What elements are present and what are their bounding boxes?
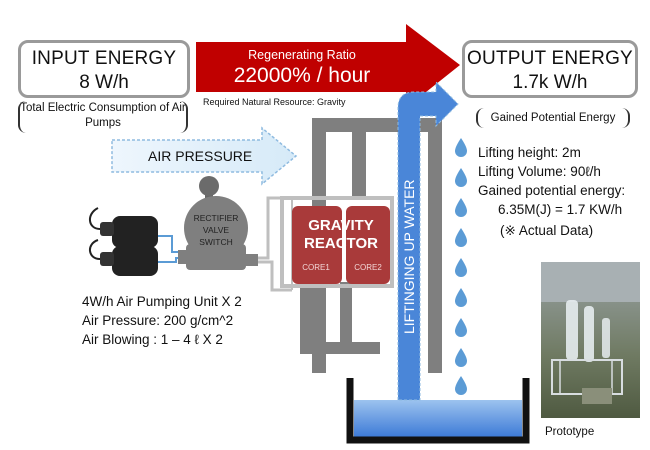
air-pressure-label: AIR PRESSURE — [148, 148, 253, 164]
gravity-reactor — [280, 196, 394, 288]
lifting-water-arrow — [397, 80, 459, 401]
water-tank — [346, 378, 530, 444]
lifting-water-label: LIFTINGING UP WATER — [401, 179, 417, 334]
spec-lifting-height: Lifting height: 2m — [478, 145, 581, 160]
pump-specs: 4W/h Air Pumping Unit X 2 Air Pressure: … — [82, 292, 242, 349]
output-energy-box: OUTPUT ENERGY 1.7k W/h — [462, 40, 638, 98]
core2-label: CORE2 — [354, 263, 382, 272]
valve-label-1: RECTIFIER — [194, 213, 239, 223]
core1-label: CORE1 — [302, 263, 330, 272]
output-energy-title: OUTPUT ENERGY — [467, 48, 633, 69]
air-pump-1 — [89, 207, 158, 248]
input-energy-title: INPUT ENERGY — [31, 48, 177, 69]
ratio-label: Regenerating Ratio — [248, 48, 356, 62]
input-energy-note: Total Electric Consumption of Air Pumps — [18, 101, 188, 133]
prototype-caption: Prototype — [545, 426, 595, 438]
spec-lifting-volume: Lifting Volume: 90ℓ/h — [478, 164, 601, 179]
input-energy-value: 8 W/h — [79, 72, 129, 93]
regenerating-ratio-arrow — [196, 24, 460, 108]
ratio-value: 22000% / hour — [233, 64, 371, 87]
actual-data-note: (※ Actual Data) — [500, 223, 594, 238]
reactor-title-1: GRAVITY — [308, 217, 374, 234]
reactor-title-2: REACTOR — [304, 235, 378, 252]
air-pump-2 — [89, 239, 158, 276]
valve-label-2: VALVE — [203, 225, 229, 235]
reactor-air-lines — [258, 196, 293, 292]
water-drops — [455, 138, 467, 395]
output-energy-note: Gained Potential Energy — [476, 108, 630, 128]
spec-gained-energy-value: 6.35M(J) = 1.7 KW/h — [498, 202, 623, 217]
pump-spec-blowing: Air Blowing : 1 – 4 ℓ X 2 — [82, 332, 223, 347]
air-pressure-arrow — [111, 126, 298, 186]
pump-spec-pressure: Air Pressure: 200 g/cm^2 — [82, 313, 234, 328]
pump-spec-units: 4W/h Air Pumping Unit X 2 — [82, 294, 242, 309]
valve-labels: RECTIFIER VALVE SWITCH — [194, 213, 239, 247]
spec-gained-energy-label: Gained potential energy: — [478, 183, 626, 198]
ratio-resource: Required Natural Resource: Gravity — [203, 97, 346, 107]
prototype-photo — [541, 262, 640, 418]
rectifier-valve-switch — [178, 176, 258, 270]
output-energy-value: 1.7k W/h — [512, 72, 588, 93]
lifting-specs: Lifting height: 2m Lifting Volume: 90ℓ/h… — [478, 143, 625, 219]
input-energy-box: INPUT ENERGY 8 W/h — [18, 40, 190, 98]
valve-label-3: SWITCH — [199, 237, 233, 247]
